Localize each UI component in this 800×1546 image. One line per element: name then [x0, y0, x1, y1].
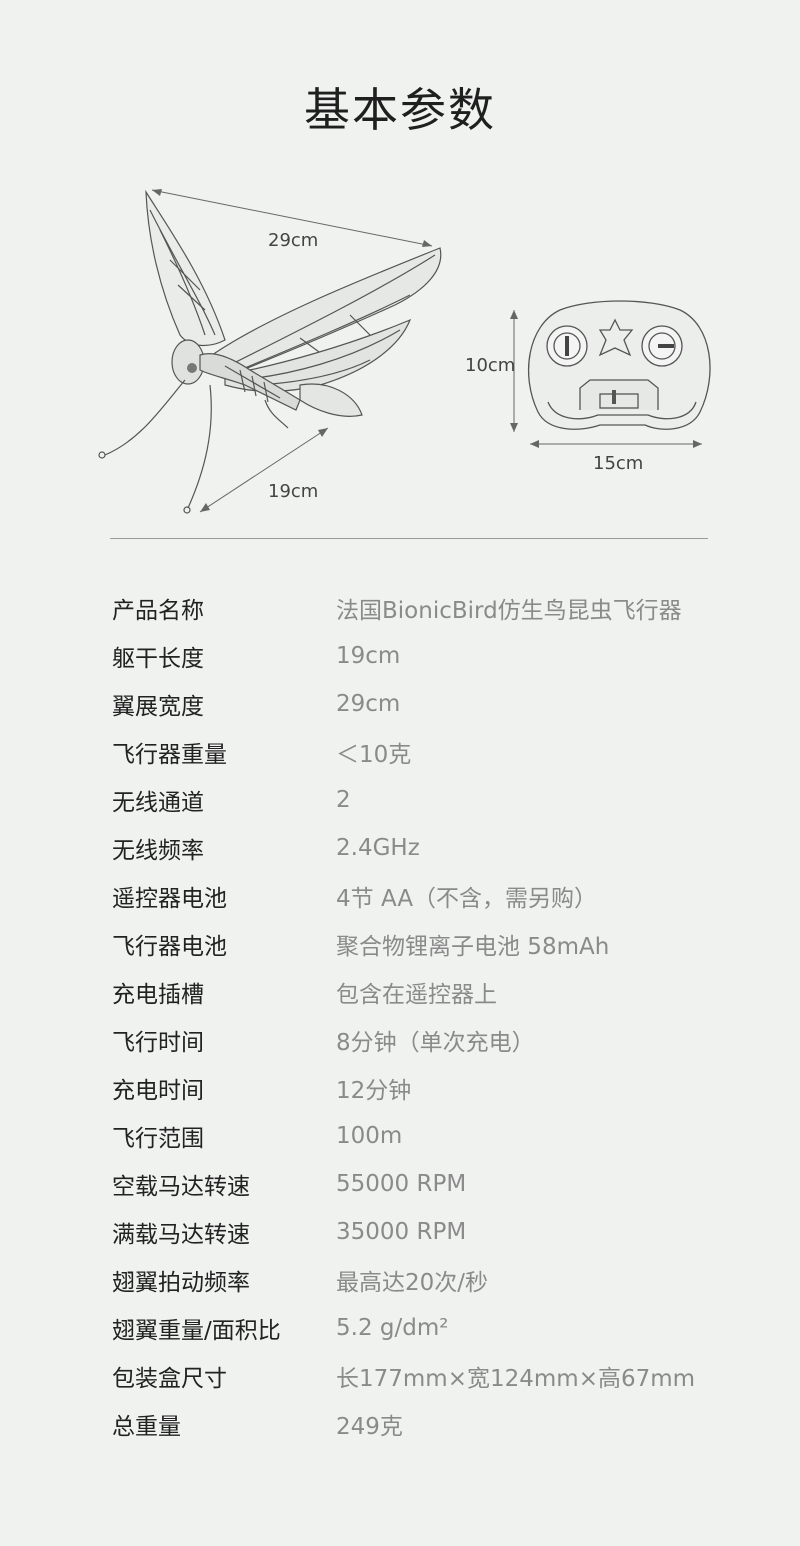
spec-label: 躯干长度	[112, 646, 204, 672]
spec-value: 5.2 g/dm²	[336, 1315, 449, 1341]
spec-row-product-name: 产品名称 法国BionicBird仿生鸟昆虫飞行器	[112, 584, 752, 632]
spec-table: 产品名称 法国BionicBird仿生鸟昆虫飞行器 躯干长度 19cm 翼展宽度…	[112, 584, 752, 1448]
spec-label: 包装盒尺寸	[112, 1366, 227, 1392]
spec-value: 法国BionicBird仿生鸟昆虫飞行器	[336, 598, 682, 624]
spec-value: 聚合物锂离子电池 58mAh	[336, 934, 610, 960]
spec-label: 翅翼拍动频率	[112, 1270, 250, 1296]
spec-value: 4节 AA（不含，需另购）	[336, 886, 598, 912]
spec-row-full-load-motor-speed: 满载马达转速 35000 RPM	[112, 1208, 752, 1256]
spec-value: 100m	[336, 1123, 403, 1149]
spec-label: 产品名称	[112, 598, 204, 624]
spec-value: 2.4GHz	[336, 835, 420, 861]
spec-value: 29cm	[336, 691, 401, 717]
bird-wingspan-label: 29cm	[268, 230, 319, 251]
spec-label: 翼展宽度	[112, 694, 204, 720]
remote-controller-illustration	[510, 300, 711, 448]
spec-value: 长177mm×宽124mm×高67mm	[336, 1366, 696, 1392]
spec-row-remote-battery: 遥控器电池 4节 AA（不含，需另购）	[112, 872, 752, 920]
spec-value: 12分钟	[336, 1078, 412, 1104]
spec-value: ＜10克	[336, 742, 412, 768]
spec-row-flight-time: 飞行时间 8分钟（单次充电）	[112, 1016, 752, 1064]
spec-row-wing-weight-area-ratio: 翅翼重量/面积比 5.2 g/dm²	[112, 1304, 752, 1352]
spec-label: 飞行器电池	[112, 934, 227, 960]
spec-label: 翅翼重量/面积比	[112, 1318, 281, 1344]
product-dimension-diagram: 29cm 19cm 10cm 15cm	[0, 170, 800, 530]
spec-row-aircraft-weight: 飞行器重量 ＜10克	[112, 728, 752, 776]
spec-row-total-weight: 总重量 249克	[112, 1400, 752, 1448]
spec-label: 无线频率	[112, 838, 204, 864]
spec-value: 8分钟（单次充电）	[336, 1030, 535, 1056]
spec-label: 总重量	[112, 1414, 181, 1440]
spec-label: 飞行器重量	[112, 742, 227, 768]
spec-label: 无线通道	[112, 790, 204, 816]
spec-value: 55000 RPM	[336, 1171, 467, 1197]
spec-label: 充电插槽	[112, 982, 204, 1008]
spec-label: 满载马达转速	[112, 1222, 250, 1248]
spec-label: 飞行范围	[112, 1126, 204, 1152]
spec-row-charging-slot: 充电插槽 包含在遥控器上	[112, 968, 752, 1016]
spec-value: 2	[336, 787, 351, 813]
spec-row-wireless-frequency: 无线频率 2.4GHz	[112, 824, 752, 872]
spec-row-body-length: 躯干长度 19cm	[112, 632, 752, 680]
spec-value: 35000 RPM	[336, 1219, 467, 1245]
remote-height-label: 10cm	[465, 355, 516, 376]
spec-row-wingspan: 翼展宽度 29cm	[112, 680, 752, 728]
spec-row-flight-range: 飞行范围 100m	[112, 1112, 752, 1160]
spec-row-wireless-channels: 无线通道 2	[112, 776, 752, 824]
spec-row-package-size: 包装盒尺寸 长177mm×宽124mm×高67mm	[112, 1352, 752, 1400]
spec-row-charging-time: 充电时间 12分钟	[112, 1064, 752, 1112]
spec-row-aircraft-battery: 飞行器电池 聚合物锂离子电池 58mAh	[112, 920, 752, 968]
remote-width-label: 15cm	[593, 453, 644, 474]
bionic-bird-illustration	[98, 189, 442, 514]
spec-value: 包含在遥控器上	[336, 982, 497, 1008]
spec-row-no-load-motor-speed: 空载马达转速 55000 RPM	[112, 1160, 752, 1208]
spec-value: 19cm	[336, 643, 401, 669]
page-title: 基本参数	[304, 83, 496, 137]
spec-label: 飞行时间	[112, 1030, 204, 1056]
spec-label: 遥控器电池	[112, 886, 227, 912]
spec-row-wing-flap-frequency: 翅翼拍动频率 最高达20次/秒	[112, 1256, 752, 1304]
spec-value: 249克	[336, 1414, 403, 1440]
spec-label: 空载马达转速	[112, 1174, 250, 1200]
spec-value: 最高达20次/秒	[336, 1270, 489, 1296]
dimension-illustration	[98, 189, 711, 514]
section-divider	[110, 538, 708, 539]
spec-label: 充电时间	[112, 1078, 204, 1104]
bird-body-length-label: 19cm	[268, 481, 319, 502]
